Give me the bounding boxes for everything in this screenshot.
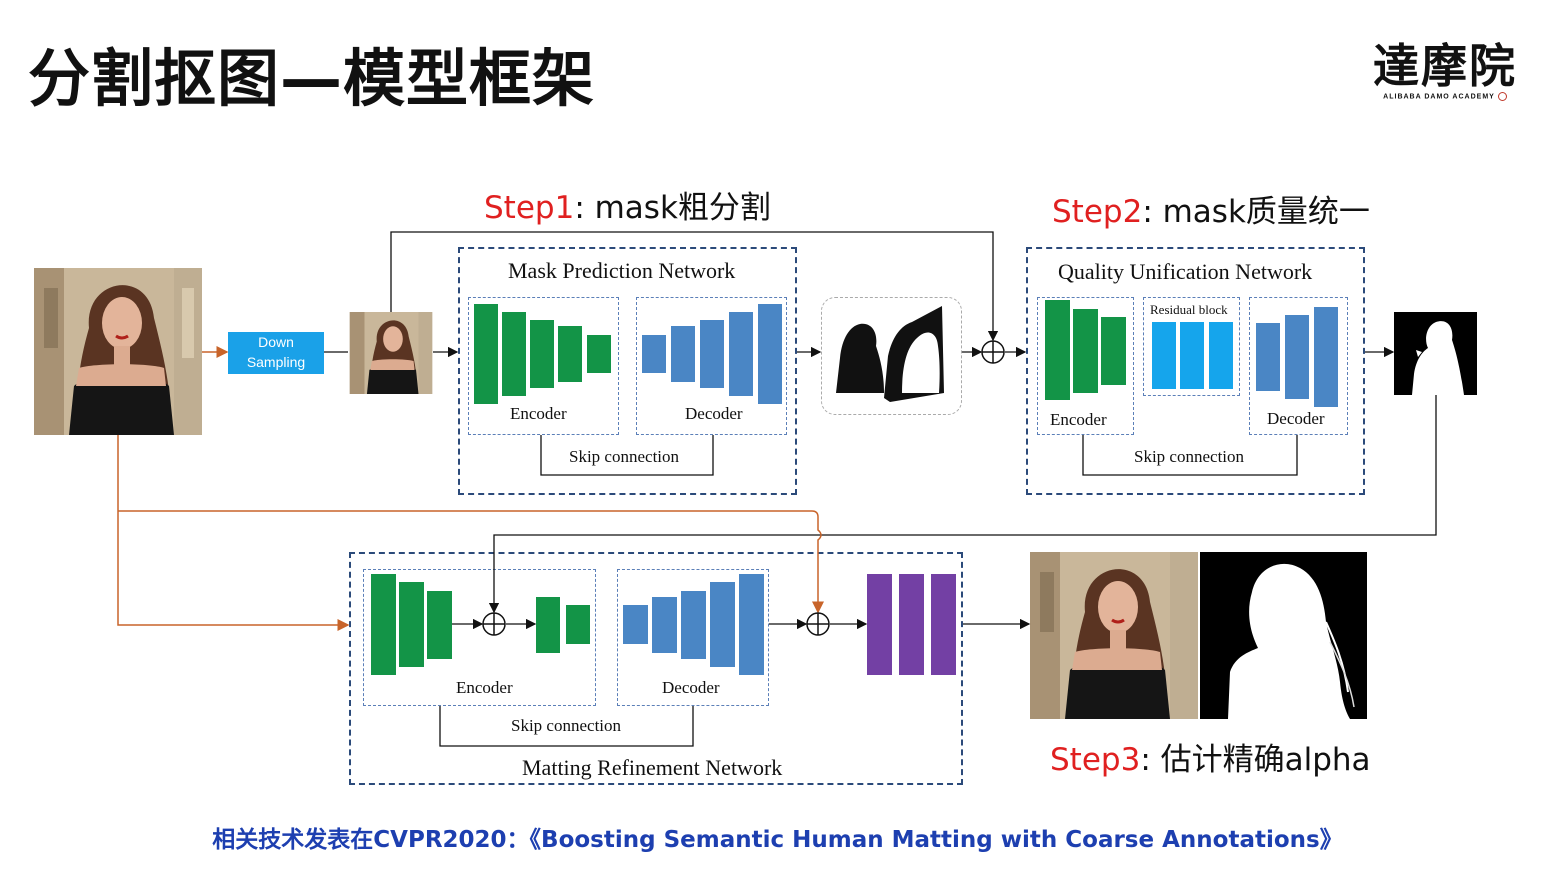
- mpn-encoder-layer: [530, 320, 554, 388]
- mpn-decoder-layer: [729, 312, 753, 396]
- mpn-decoder-box: [636, 297, 787, 435]
- qun-decoder-box: [1249, 297, 1348, 435]
- mpn-title: Mask Prediction Network: [508, 258, 736, 283]
- mpn-encoder-box: [468, 297, 619, 435]
- down-sampling-line2: Sampling: [246, 354, 306, 370]
- qun-encoder-layer: [1101, 317, 1126, 385]
- residual-layer: [1152, 322, 1176, 389]
- step3-desc: : 估计精确alpha: [1140, 742, 1371, 778]
- logo-sub-label: ALIBABA DAMO ACADEMY: [1383, 93, 1495, 101]
- unified-mask-image: [1394, 312, 1477, 395]
- mpn-encoder-label: Encoder: [510, 404, 567, 423]
- mpn-encoder-layer: [587, 335, 611, 373]
- input-image: [34, 268, 202, 435]
- qun-encoder-layer: [1045, 300, 1070, 400]
- matting-refinement-network: [349, 552, 963, 785]
- qun-decoder-layer: [1285, 315, 1309, 399]
- mrn-decoder-layer: [652, 597, 677, 653]
- step2-desc: : mask质量统一: [1142, 194, 1370, 230]
- logo-sub-text: ALIBABA DAMO ACADEMY: [1370, 92, 1520, 101]
- quality-unification-network: [1026, 247, 1365, 495]
- qun-encoder-label: Encoder: [1050, 410, 1107, 429]
- refine-output-layer: [867, 574, 892, 675]
- qun-title: Quality Unification Network: [1058, 259, 1313, 284]
- mrn-decoder-layer: [623, 605, 648, 644]
- output-image: [1030, 552, 1198, 719]
- mrn-encoder-layer: [399, 582, 424, 667]
- qun-encoder-layer: [1073, 309, 1098, 393]
- step3-word: Step3: [1050, 742, 1141, 778]
- residual-layer: [1180, 322, 1204, 389]
- step2-word: Step2: [1052, 194, 1143, 230]
- qun-decoder-layer: [1314, 307, 1338, 407]
- qun-decoder-layer: [1256, 323, 1280, 391]
- mrn-encoder-label: Encoder: [456, 678, 513, 697]
- mrn-decoder-layer: [710, 582, 735, 667]
- damo-logo: 達摩院 ALIBABA DAMO ACADEMY: [1370, 40, 1520, 101]
- step2-label: Step2: mask质量统一: [1052, 186, 1370, 231]
- coarse-mask-image: [836, 306, 944, 402]
- mrn-encoder-layer: [371, 574, 396, 675]
- step1-desc: : mask粗分割: [574, 190, 771, 226]
- residual-block-label: Residual block: [1150, 302, 1228, 317]
- mpn-skip-label: Skip connection: [569, 447, 680, 466]
- mask-prediction-network: [458, 247, 797, 495]
- mpn-decoder-layer: [758, 304, 782, 404]
- coarse-mask-box: [821, 297, 962, 415]
- qun-encoder-box: [1037, 297, 1134, 435]
- refine-output-layer: [931, 574, 956, 675]
- logo-main-text: 達摩院: [1373, 39, 1517, 93]
- refine-output-layer: [899, 574, 924, 675]
- footer-citation: 相关技术发表在CVPR2020：《Boosting Semantic Human…: [212, 827, 1343, 853]
- mrn-decoder-layer: [681, 591, 706, 659]
- mrn-encoder-layer: [566, 605, 590, 644]
- mrn-encoder-layer: [427, 591, 452, 659]
- down-sampling-line1: Down: [258, 334, 294, 350]
- seal-icon: [1497, 92, 1507, 101]
- mpn-decoder-layer: [642, 335, 666, 373]
- step1-label: Step1: mask粗分割: [484, 182, 771, 227]
- mrn-encoder-box: [363, 569, 596, 706]
- mpn-decoder-label: Decoder: [685, 404, 743, 423]
- mrn-encoder-layer: [536, 597, 560, 653]
- qun-skip-label: Skip connection: [1134, 447, 1245, 466]
- mpn-encoder-layer: [502, 312, 526, 396]
- qun-decoder-label: Decoder: [1267, 409, 1325, 428]
- alpha-matte-image: [1200, 552, 1367, 719]
- mpn-decoder-layer: [671, 326, 695, 382]
- mpn-decoder-layer: [700, 320, 724, 388]
- residual-layer: [1209, 322, 1233, 389]
- mpn-encoder-layer: [558, 326, 582, 382]
- residual-block-box: [1143, 297, 1240, 396]
- mpn-encoder-layer: [474, 304, 498, 404]
- mrn-decoder-box: [617, 569, 769, 706]
- slide-title: 分割抠图—模型框架: [28, 42, 596, 115]
- mrn-skip-label: Skip connection: [511, 716, 622, 735]
- mrn-decoder-label: Decoder: [662, 678, 720, 697]
- mrn-decoder-layer: [739, 574, 764, 675]
- downsampled-image: [349, 312, 433, 394]
- step1-word: Step1: [484, 190, 575, 226]
- mrn-title: Matting Refinement Network: [522, 755, 783, 780]
- step3-label: Step3: 估计精确alpha: [1050, 734, 1371, 779]
- down-sampling-box: Down Sampling: [228, 332, 324, 374]
